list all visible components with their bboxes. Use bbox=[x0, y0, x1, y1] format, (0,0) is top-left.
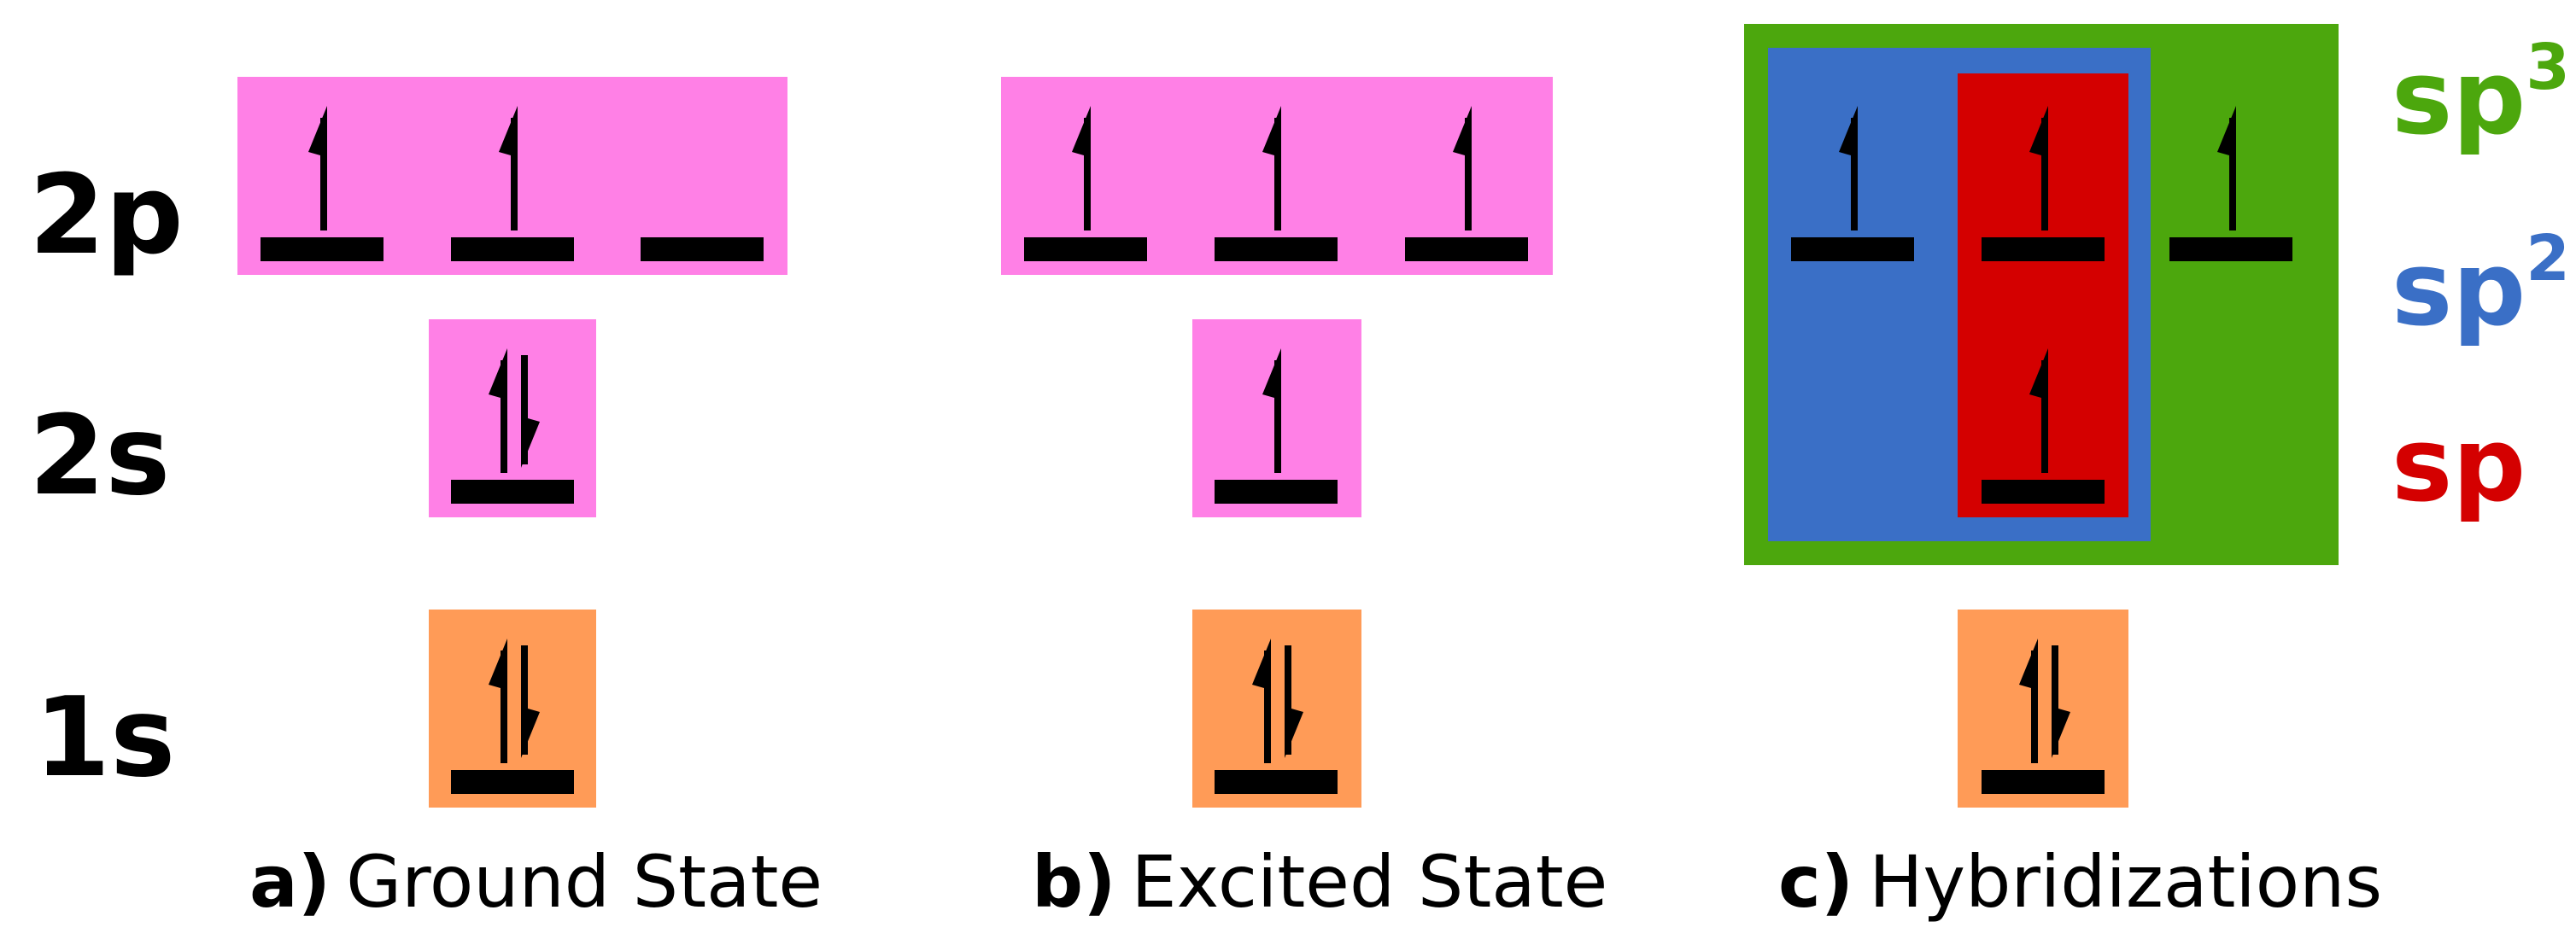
label-sp3-base: sp bbox=[2392, 39, 2526, 158]
label-sp: sp bbox=[2392, 406, 2526, 525]
hybrid-2p-orbital-1 bbox=[1791, 106, 1914, 261]
caption-a-text: Ground State bbox=[346, 840, 823, 924]
electron-up-shaft bbox=[501, 360, 507, 473]
caption-a-letter: a) bbox=[249, 840, 331, 924]
caption-c-letter: c) bbox=[1778, 840, 1853, 924]
electron-up-shaft bbox=[2031, 651, 2038, 763]
ground-1s-orbital bbox=[451, 639, 574, 794]
orbital-line bbox=[451, 770, 574, 794]
orbital-line bbox=[261, 237, 383, 261]
electron-up-arrowhead bbox=[308, 106, 327, 162]
panel-hybridizations bbox=[1744, 24, 2339, 808]
orbital-line bbox=[1024, 237, 1147, 261]
excited-2p-orbital-1 bbox=[1024, 106, 1147, 261]
caption-hybridizations: c)Hybridizations bbox=[1778, 840, 2382, 924]
electron-up-arrowhead bbox=[1839, 106, 1858, 162]
electron-up-arrowhead bbox=[1072, 106, 1091, 162]
orbital-line bbox=[1405, 237, 1528, 261]
electron-down-arrowhead bbox=[521, 702, 540, 758]
electron-up-shaft bbox=[511, 118, 518, 230]
excited-2p-orbital-3 bbox=[1405, 106, 1528, 261]
orbital-line bbox=[1215, 770, 1338, 794]
orbital-line bbox=[1982, 770, 2105, 794]
electron-up-shaft bbox=[2041, 118, 2048, 230]
electron-up-shaft bbox=[1264, 651, 1271, 763]
hybrid-2p-orbital-3 bbox=[2169, 106, 2292, 261]
hybrid-1s-orbital bbox=[1982, 639, 2105, 794]
ground-2s-orbital bbox=[451, 348, 574, 504]
electron-up-arrowhead bbox=[2029, 348, 2048, 405]
electron-down-arrowhead bbox=[2052, 702, 2070, 758]
row-label-2p: 2p bbox=[29, 152, 184, 279]
electron-up-shaft bbox=[1274, 360, 1281, 473]
electron-up-arrowhead bbox=[489, 348, 507, 405]
orbital-line bbox=[1982, 480, 2105, 504]
electron-up-shaft bbox=[320, 118, 327, 230]
electron-down-shaft bbox=[521, 355, 528, 464]
electron-down-arrowhead bbox=[1285, 702, 1303, 758]
electron-up-arrowhead bbox=[1262, 106, 1281, 162]
label-sp3: sp3 bbox=[2392, 31, 2570, 158]
electron-up-shaft bbox=[2041, 360, 2048, 473]
electron-up-shaft bbox=[2229, 118, 2236, 230]
panel-ground-state bbox=[237, 77, 787, 808]
electron-up-shaft bbox=[1851, 118, 1858, 230]
electron-up-arrowhead bbox=[499, 106, 518, 162]
label-sp2-sup: 2 bbox=[2526, 222, 2570, 295]
excited-2p-orbital-2 bbox=[1215, 106, 1338, 261]
electron-up-arrowhead bbox=[489, 639, 507, 695]
caption-c-text: Hybridizations bbox=[1869, 840, 2382, 924]
electron-down-shaft bbox=[2052, 645, 2058, 755]
caption-ground-state: a)Ground State bbox=[249, 840, 823, 924]
label-sp2-base: sp bbox=[2392, 230, 2526, 349]
caption-excited-state: b)Excited State bbox=[1032, 840, 1607, 924]
orbital-line bbox=[1215, 237, 1338, 261]
excited-1s-orbital bbox=[1215, 639, 1338, 794]
ground-2p-orbital-1 bbox=[261, 106, 383, 261]
orbital-line bbox=[641, 237, 764, 261]
orbital-line bbox=[451, 237, 574, 261]
label-sp3-sup: 3 bbox=[2526, 31, 2570, 104]
electron-up-shaft bbox=[1274, 118, 1281, 230]
caption-b-letter: b) bbox=[1032, 840, 1116, 924]
hybrid-2s-orbital bbox=[1982, 348, 2105, 504]
electron-down-arrowhead bbox=[521, 411, 540, 468]
electron-up-arrowhead bbox=[2029, 106, 2048, 162]
electron-up-arrowhead bbox=[1262, 348, 1281, 405]
electron-up-arrowhead bbox=[2019, 639, 2038, 695]
row-label-2s: 2s bbox=[29, 393, 170, 520]
electron-up-arrowhead bbox=[1453, 106, 1472, 162]
label-sp2: sp2 bbox=[2392, 222, 2570, 349]
ground-2p-orbital-3 bbox=[641, 237, 764, 261]
orbital-line bbox=[2169, 237, 2292, 261]
orbital-line bbox=[1982, 237, 2105, 261]
electron-up-arrowhead bbox=[2217, 106, 2236, 162]
electron-up-shaft bbox=[1465, 118, 1472, 230]
electron-up-shaft bbox=[1084, 118, 1091, 230]
electron-down-shaft bbox=[1285, 645, 1291, 755]
electron-down-shaft bbox=[521, 645, 528, 755]
ground-2p-orbital-2 bbox=[451, 106, 574, 261]
electron-up-shaft bbox=[501, 651, 507, 763]
row-label-1s: 1s bbox=[34, 674, 175, 802]
orbital-line bbox=[1791, 237, 1914, 261]
caption-b-text: Excited State bbox=[1132, 840, 1608, 924]
hybrid-2p-orbital-2 bbox=[1982, 106, 2105, 261]
orbital-line bbox=[1215, 480, 1338, 504]
panel-excited-state bbox=[1001, 77, 1553, 808]
orbital-line bbox=[451, 480, 574, 504]
electron-up-arrowhead bbox=[1252, 639, 1271, 695]
excited-2s-orbital bbox=[1215, 348, 1338, 504]
